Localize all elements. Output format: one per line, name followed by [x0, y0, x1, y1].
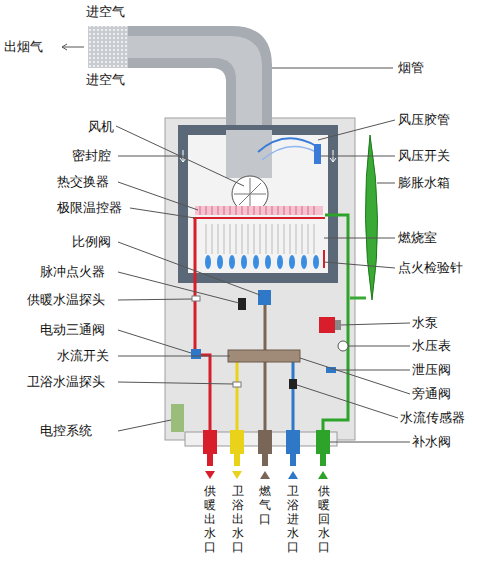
- part-label: 供暖水温探头: [27, 292, 105, 308]
- pump: [319, 317, 335, 333]
- part-label: 风机: [88, 119, 114, 135]
- expansion-tank: [365, 135, 377, 300]
- pipes: [195, 215, 348, 432]
- port-label: 卫浴出水口: [231, 484, 244, 554]
- part-label: 烟管: [398, 60, 424, 76]
- hydraulic-block: [228, 350, 300, 362]
- part-label: 风压开关: [398, 148, 450, 164]
- part-label: 燃烧室: [398, 230, 437, 246]
- part-label: 水流开关: [57, 348, 109, 364]
- part-label: 水流传感器: [400, 410, 465, 426]
- connectors: [203, 430, 330, 479]
- part-label: 比例阀: [72, 234, 111, 250]
- pressure-gauge: [338, 341, 348, 351]
- part-label: 脉冲点火器: [40, 264, 105, 280]
- part-label: 进空气: [86, 72, 125, 88]
- port-label: 供暖回水口: [317, 484, 330, 554]
- part-label: 卫浴水温探头: [27, 374, 105, 390]
- temp-probe: [192, 296, 200, 301]
- flue-pipe: [62, 17, 272, 178]
- part-label: 补水阀: [412, 434, 451, 450]
- part-label: 风压胶管: [398, 112, 450, 128]
- part-label: 密封腔: [72, 148, 111, 164]
- port-label: 供暖出水口: [203, 484, 216, 554]
- pipe: [350, 297, 366, 300]
- temp-probe: [233, 382, 241, 387]
- part-label: 泄压阀: [412, 362, 451, 378]
- part-label: 热交换器: [57, 174, 109, 190]
- three-way-valve: [191, 349, 201, 359]
- part-label: 电动三通阀: [40, 322, 105, 338]
- pulse-igniter: [238, 298, 246, 310]
- part-label: 出烟气: [4, 39, 43, 55]
- pump: [335, 320, 341, 330]
- port-label: 卫浴进水口: [286, 484, 299, 554]
- part-label: 水泵: [412, 315, 438, 331]
- part-label: 膨胀水箱: [398, 175, 450, 191]
- control-board: [171, 404, 184, 432]
- part-label: 旁通阀: [412, 386, 451, 402]
- part-label: 水压表: [412, 338, 451, 354]
- sealed-chamber: [180, 130, 336, 278]
- pressure-hose: [258, 138, 316, 152]
- part-label: 进空气: [86, 4, 125, 20]
- part-label: 点火检验针: [398, 260, 463, 276]
- pressure-hose: [262, 147, 316, 160]
- burner: [205, 224, 324, 269]
- part-label: 极限温控器: [57, 200, 122, 216]
- casing: [165, 118, 355, 440]
- flow-sensor: [289, 379, 297, 389]
- heat-exchanger: [193, 206, 325, 218]
- part-label: 电控系统: [40, 423, 92, 439]
- leader-lines: [116, 68, 410, 442]
- proportional-valve: [258, 290, 271, 305]
- pressure-switch: [314, 144, 321, 164]
- port-label: 燃气口: [258, 484, 271, 526]
